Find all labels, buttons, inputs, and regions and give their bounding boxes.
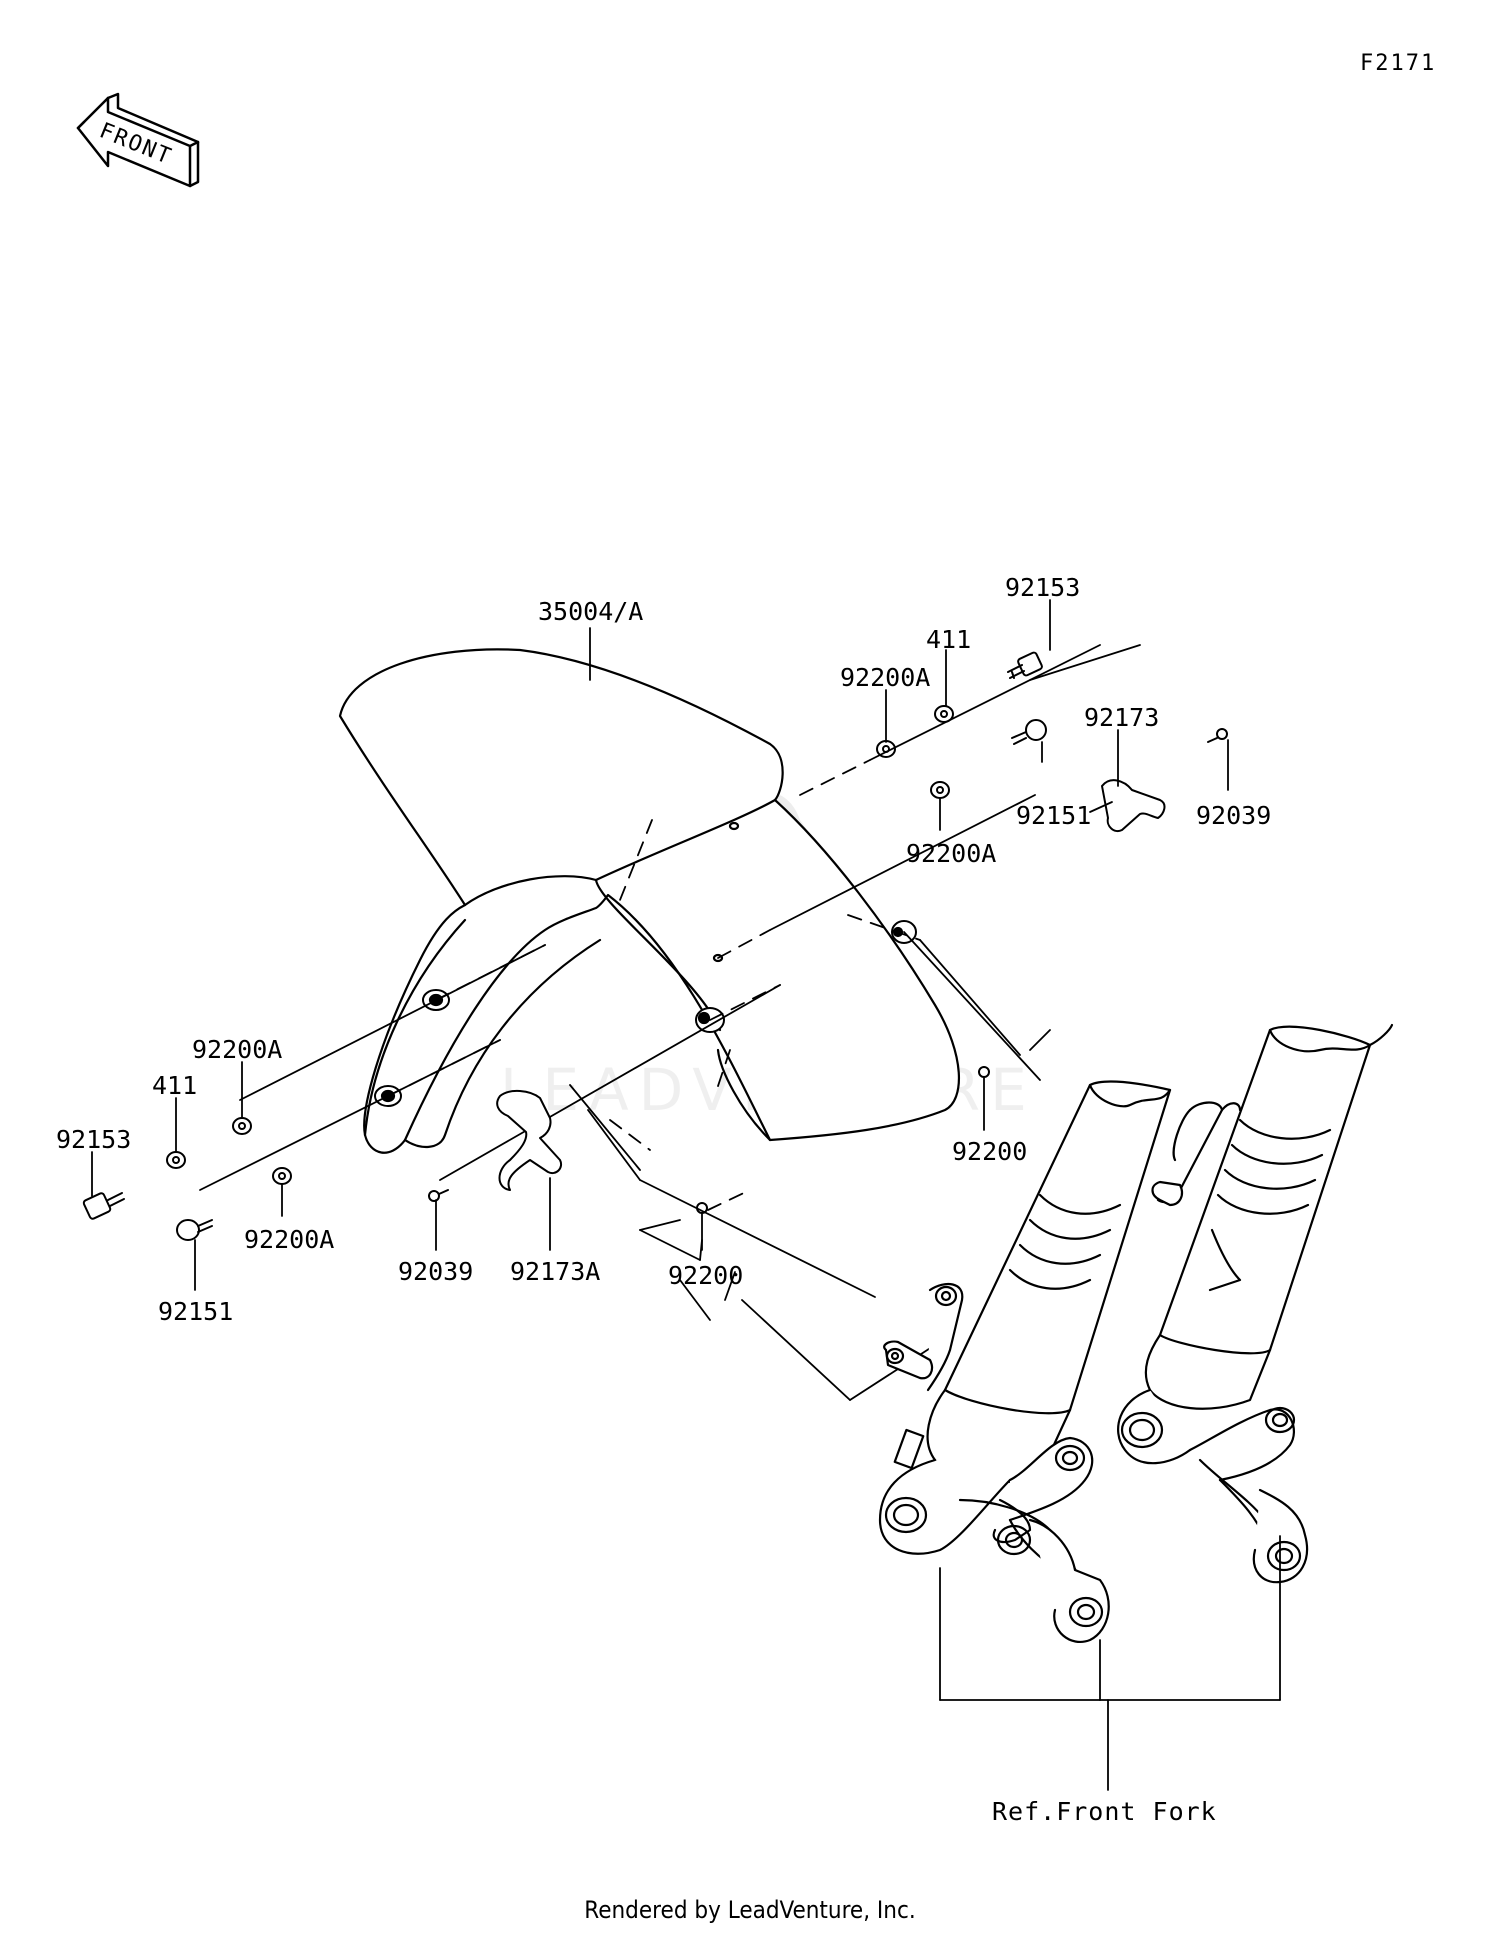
- nut-92200-right: [979, 1067, 989, 1077]
- bolt-92151-right: [1012, 720, 1046, 744]
- front-fork-left: [880, 1082, 1170, 1642]
- part-label: 92200: [952, 1137, 1027, 1166]
- part-label: 92200: [668, 1261, 743, 1290]
- front-arrow-icon: FRONT: [76, 94, 198, 188]
- part-labels: 35004/A 92153 411 92200A 92173 92151 920…: [56, 573, 1271, 1826]
- screw-92039-left: [429, 1190, 448, 1201]
- front-fork-right: [1118, 1025, 1392, 1582]
- part-label: 92153: [56, 1125, 131, 1154]
- washer-92200a-right-lower: [931, 782, 949, 798]
- label-leaders: [92, 600, 1280, 1790]
- part-label: 92200A: [906, 839, 996, 868]
- bolt-92153-right: [1008, 652, 1043, 678]
- footer-credit: Rendered by LeadVenture, Inc.: [584, 1896, 916, 1924]
- bolt-92151-left: [177, 1220, 212, 1240]
- washer-411-left: [167, 1152, 185, 1168]
- reference-label: Ref.Front Fork: [992, 1797, 1217, 1826]
- nut-92200-left: [697, 1203, 707, 1213]
- axis-lines: [200, 645, 1140, 1400]
- front-fender: [340, 649, 959, 1152]
- part-label: 92200A: [840, 663, 930, 692]
- screw-92039-right: [1208, 729, 1227, 742]
- part-label: 411: [926, 625, 971, 654]
- washer-92200a-left-upper: [233, 1118, 251, 1134]
- washer-411-right: [935, 706, 953, 722]
- clamp-92173: [1102, 780, 1164, 831]
- part-label: 92200A: [192, 1035, 282, 1064]
- part-label: 92151: [158, 1297, 233, 1326]
- diagram-code: F2171: [1360, 51, 1436, 76]
- part-label: 92173: [1084, 703, 1159, 732]
- part-label: 411: [152, 1071, 197, 1100]
- bolt-92153-left: [83, 1192, 124, 1219]
- part-label: 92153: [1005, 573, 1080, 602]
- part-label: 92039: [1196, 801, 1271, 830]
- part-label: 92200A: [244, 1225, 334, 1254]
- part-label: 92039: [398, 1257, 473, 1286]
- part-label: 92151: [1016, 801, 1091, 830]
- part-label: 92173A: [510, 1257, 600, 1286]
- washer-92200a-left-lower: [273, 1168, 291, 1184]
- part-label: 35004/A: [538, 597, 643, 626]
- clamp-92173a: [497, 1091, 561, 1190]
